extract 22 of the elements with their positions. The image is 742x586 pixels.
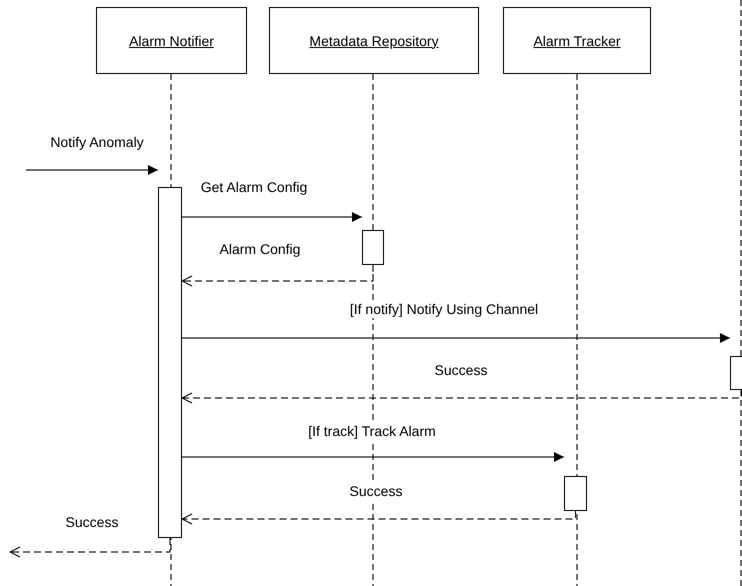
activation-bar xyxy=(158,187,182,538)
message-arrow xyxy=(182,390,742,404)
participant-box xyxy=(269,7,479,74)
message-arrow xyxy=(182,264,374,286)
participant-box xyxy=(96,7,247,74)
message-label: Success xyxy=(348,483,404,500)
message-arrow xyxy=(26,165,158,175)
participant-name: Alarm Notifier xyxy=(129,32,214,48)
participant-name: Metadata Repository xyxy=(309,32,439,48)
message-arrow xyxy=(182,212,362,222)
message-arrow xyxy=(182,510,576,524)
message-label: Get Alarm Config xyxy=(198,179,310,196)
message-arrow xyxy=(10,538,170,558)
activation-bar xyxy=(564,476,587,511)
activation-bar xyxy=(362,230,384,265)
message-label: [If notify] Notify Using Channel xyxy=(348,301,540,318)
participant-name: Alarm Tracker xyxy=(533,32,621,48)
message-arrow xyxy=(182,333,730,343)
message-label: [If track] Track Alarm xyxy=(306,423,438,440)
message-arrow xyxy=(182,452,564,462)
message-label: Alarm Config xyxy=(218,241,302,258)
participant-box xyxy=(503,7,651,74)
